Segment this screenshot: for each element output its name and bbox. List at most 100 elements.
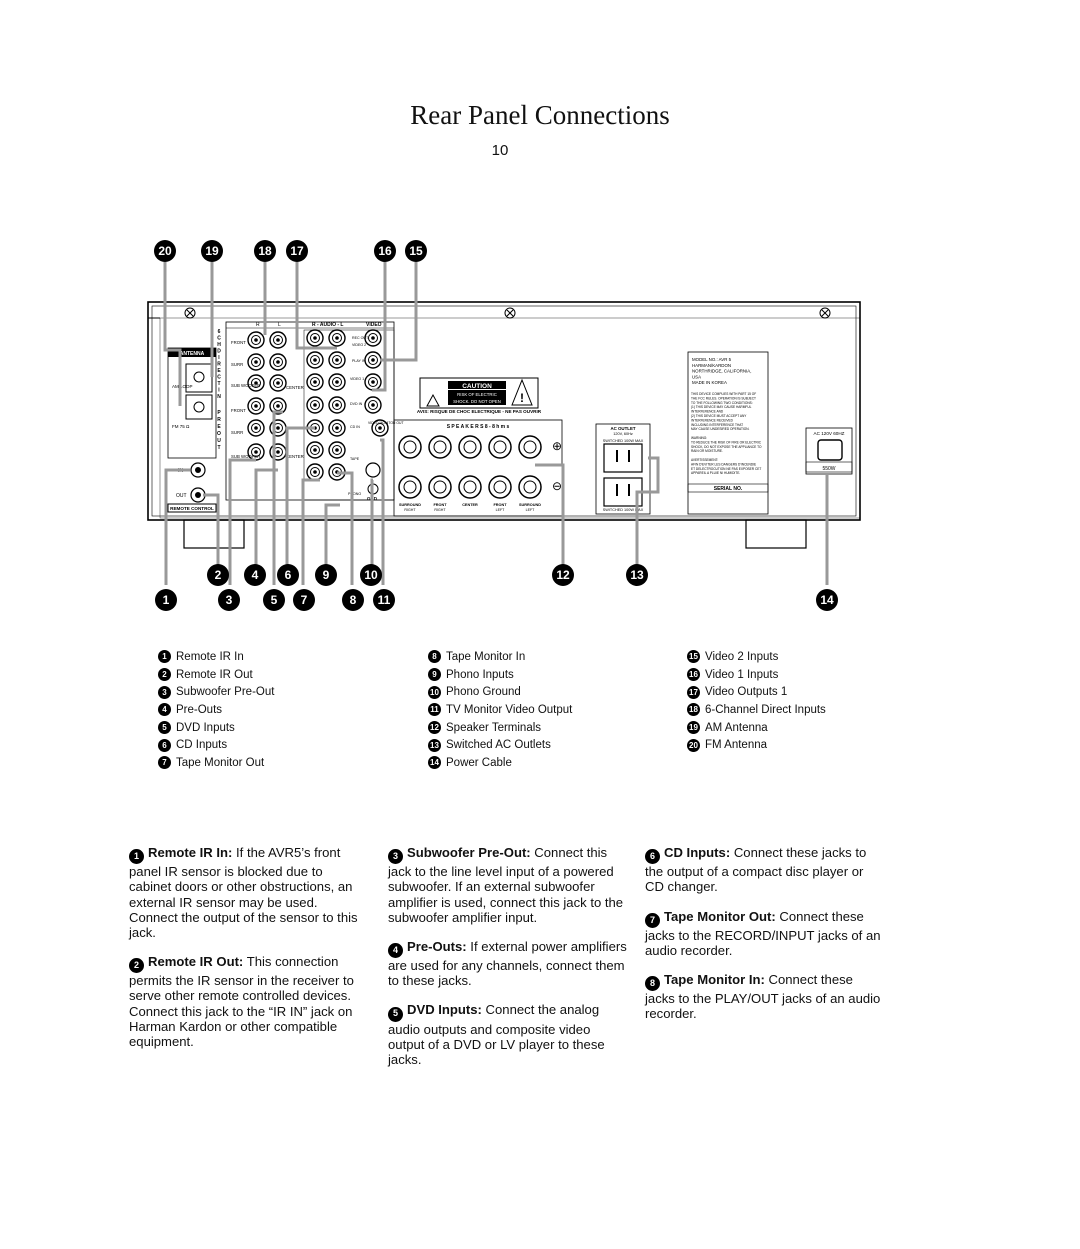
- callout-19: 19: [201, 240, 223, 262]
- six-ch-letter: C: [217, 375, 221, 381]
- callout-leader: [635, 456, 660, 565]
- pre-out-letter: O: [217, 431, 221, 437]
- speaker-terminal: [428, 435, 452, 459]
- legend-number: 3: [158, 685, 171, 699]
- dvd-in-label: DVD IN: [350, 402, 363, 406]
- callout-5: 5: [263, 589, 285, 611]
- legend-label: TV Monitor Video Output: [446, 703, 573, 716]
- center-label-2: CENTER: [286, 454, 304, 459]
- legend-label: Tape Monitor In: [446, 650, 526, 663]
- watts-label: 550W: [822, 466, 835, 472]
- rca-jack: [306, 396, 324, 414]
- rca-jack: [364, 329, 382, 347]
- description-number: 8: [645, 976, 660, 992]
- description-body: If external power amplifiers are used fo…: [388, 938, 627, 989]
- description-heading: CD Inputs:: [664, 845, 731, 860]
- tape-label: TAPE: [350, 457, 360, 461]
- callout-leader: [370, 478, 374, 565]
- six-ch-letter: H: [217, 342, 221, 348]
- rca-jack: [328, 351, 346, 369]
- legend-number: 10: [428, 685, 441, 699]
- model-line: USA: [692, 374, 701, 379]
- legend-number: 7: [158, 756, 171, 770]
- callout-leader: [535, 463, 565, 565]
- svg-text:⊖: ⊖: [552, 479, 562, 493]
- speaker-label: SURROUND: [519, 503, 541, 507]
- rca-jack: [247, 331, 265, 349]
- model-line: NORTHRIDGE, CALIFORNIA,: [692, 369, 751, 374]
- rca-jack: [269, 397, 287, 415]
- rca-jack: [364, 396, 382, 414]
- legend-number: 4: [158, 703, 171, 717]
- legend-label: Speaker Terminals: [446, 721, 542, 734]
- sub-woofer-label-1: SUB WOOFER: [231, 383, 260, 388]
- antenna-label: ANTENNA: [180, 351, 205, 357]
- description-number: 5: [388, 1006, 403, 1022]
- legend-number: 19: [687, 721, 700, 735]
- callout-8: 8: [342, 589, 364, 611]
- legend-item: 20 FM Antenna: [687, 736, 826, 754]
- description-heading: Pre-Outs:: [407, 938, 467, 954]
- ac-outlet-sub: 120V, 60Hz: [613, 432, 633, 436]
- six-ch-letter: C: [217, 336, 221, 342]
- callout-leader: [380, 262, 418, 362]
- callout-leader: [163, 262, 182, 406]
- description-heading: Remote IR Out:: [148, 954, 244, 970]
- legend-number: 8: [428, 650, 441, 664]
- fcc-line: TO THE FOLLOWING TWO CONDITIONS:: [691, 401, 753, 405]
- callout-leader: [324, 503, 340, 565]
- surr-label-2: SURR: [231, 430, 243, 435]
- fcc-line: (2) THIS DEVICE MUST ACCEPT ANY: [691, 414, 747, 418]
- page-number: 10: [491, 142, 509, 159]
- rca-jack: [306, 441, 324, 459]
- legend-number: 20: [687, 738, 700, 752]
- legend-number: 11: [428, 703, 441, 717]
- rear-panel-diagram: ANTENNA AM LOOP FM 75 Ω IN OUT REMOTE CO…: [0, 225, 1080, 625]
- callout-leader: [372, 262, 387, 392]
- description-number: 1: [129, 849, 144, 865]
- legend-number: 18: [687, 703, 700, 717]
- fcc-line: (1) THIS DEVICE MAY CAUSE HARMFUL: [691, 405, 752, 409]
- speaker-terminal: [518, 435, 542, 459]
- svg-text:!: !: [520, 391, 524, 405]
- fcc-line: SHOCK, DO NOT EXPOSE THE APPLIANCE TO: [691, 445, 762, 449]
- model-line: MODEL NO.: AVR 5: [692, 357, 732, 362]
- rca-jack: [328, 396, 346, 414]
- description-number: 4: [388, 943, 403, 958]
- callout-16: 16: [374, 240, 396, 262]
- speaker-sublabel: LEFT: [526, 508, 536, 512]
- play-in-label: PLAY IN: [352, 359, 366, 363]
- legend-number: 13: [428, 738, 441, 752]
- legend-label: FM Antenna: [705, 739, 768, 752]
- power-cable-grommet: [817, 439, 843, 461]
- fm-terminal: [193, 401, 205, 413]
- phono-label: PHONO: [348, 492, 361, 496]
- ac-outlet-1: [603, 443, 643, 473]
- callout-leader: [301, 478, 320, 585]
- caution-title: CAUTION: [462, 383, 492, 390]
- description-body: If the AVR5’s front panel IR sensor is b…: [129, 845, 358, 940]
- fcc-line: INCLUDING INTERFERENCE THAT: [691, 423, 743, 427]
- description-body: Connect these jacks to the PLAY/OUT jack…: [645, 972, 881, 1022]
- surr-label-1: SURR: [231, 362, 243, 367]
- serial-label: SERIAL NO.: [714, 486, 743, 492]
- fcc-line: INTERFERENCE RECEIVED: [691, 418, 734, 422]
- speaker-terminal: [458, 475, 482, 499]
- speaker-terminal: [458, 435, 482, 459]
- legend-number: 12: [428, 721, 441, 735]
- callout-leader: [203, 493, 220, 565]
- col-l-label: L: [278, 322, 281, 328]
- remote-control-label: REMOTE CONTROL: [170, 506, 214, 511]
- rca-jack: [328, 419, 346, 437]
- description-body: This connection permits the IR sensor in…: [129, 954, 354, 1050]
